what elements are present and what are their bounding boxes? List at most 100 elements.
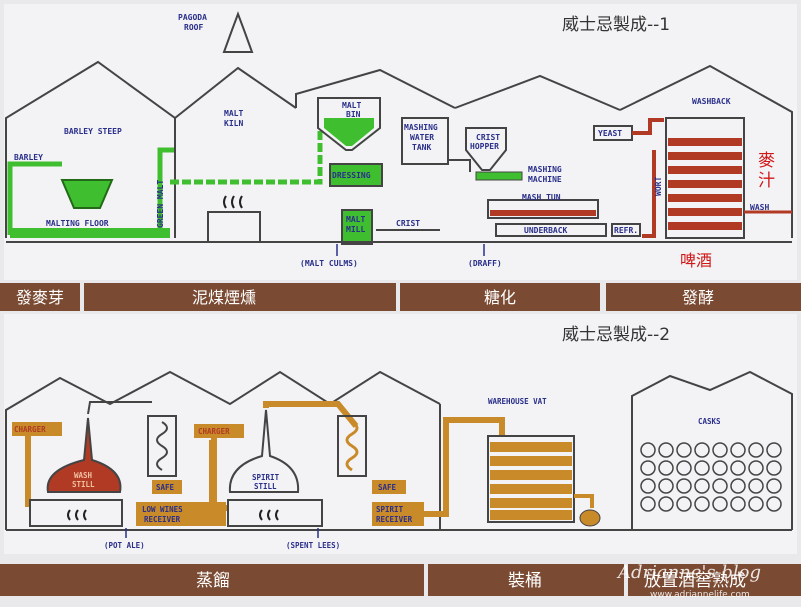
malt-mill-label-1: MALT — [346, 215, 365, 224]
washback-stripes — [668, 138, 742, 230]
underback-label: UNDERBACK — [524, 226, 568, 235]
spirit-receiver — [372, 502, 424, 526]
stage-label-casking: 裝桶 — [508, 571, 542, 591]
charger-right-label: CHARGER — [198, 427, 230, 436]
pot-ale-label: (POT ALE) — [104, 541, 145, 550]
barley-flow — [7, 161, 62, 235]
malt-mill-box — [341, 209, 373, 245]
washback-vessel — [665, 117, 745, 239]
steep-tank — [60, 179, 114, 209]
stage-bar-3 — [400, 283, 600, 311]
refr-label: REFR. — [614, 226, 638, 235]
spirit-still — [228, 409, 300, 493]
pagoda-label-2: ROOF — [184, 23, 203, 32]
wort-pipe — [642, 150, 656, 238]
spent-lees-label: (SPENT LEES) — [286, 541, 340, 550]
spirit-receiver-label-2: RECEIVER — [376, 515, 413, 524]
low-wines-receiver-label-1: LOW WINES — [142, 505, 183, 514]
malt-mill-label-2: MILL — [346, 225, 365, 234]
dressing-label: DRESSING — [332, 171, 371, 180]
barley-steep-label: BARLEY STEEP — [64, 127, 122, 136]
mill-building — [295, 68, 456, 109]
water-pipe — [448, 159, 471, 172]
condenser-right-coil — [345, 420, 359, 472]
spirit-still-label-1: SPIRIT — [252, 473, 280, 482]
spirit-still-base — [227, 499, 323, 527]
kiln-smoke-icon — [223, 195, 243, 209]
mashing-water-tank-label-2: WATER — [410, 133, 434, 142]
stage-bar-1 — [0, 283, 80, 311]
stage-label-distilling: 蒸餾 — [196, 570, 230, 591]
charger-left-label: CHARGER — [14, 425, 46, 434]
stage-bar-4 — [606, 283, 801, 311]
malt-kiln-label-1: MALT — [224, 109, 243, 118]
condenser-left — [147, 415, 177, 477]
still-house-roof — [5, 370, 441, 530]
malt-kiln-building — [174, 66, 297, 119]
stage-label-peat-smoking: 泥煤煙燻 — [192, 288, 256, 307]
malt-bin-fill — [324, 118, 374, 146]
barley-steep-building — [5, 60, 176, 238]
beer-juice-label-1: 麥 — [758, 151, 775, 171]
pagoda-label-1: PAGODA — [178, 13, 207, 22]
mashing-water-tank-label-3: TANK — [412, 143, 431, 152]
vat-to-cask-pipe — [574, 494, 594, 508]
crist-hopper — [465, 127, 507, 171]
crist-label: CRIST — [396, 219, 420, 228]
wash-still-fire-icon — [67, 509, 87, 521]
low-wines-receiver-label-2: RECEIVER — [144, 515, 181, 524]
malting-floor — [10, 228, 170, 238]
safe-right-label: SAFE — [378, 483, 397, 492]
charger-left — [12, 422, 62, 436]
mashing-machine — [475, 171, 523, 181]
panel2-title: 威士忌製成--2 — [562, 325, 670, 345]
malt-culms-label: (MALT CULMS) — [300, 259, 358, 268]
mashing-water-tank — [401, 117, 449, 165]
watermark-name: Adrianne's blog — [616, 562, 761, 583]
barley-label: BARLEY — [14, 153, 43, 162]
spirit-to-vat-pipe — [424, 417, 505, 517]
condenser-right — [337, 415, 367, 477]
stage-bar-maturing — [628, 564, 801, 596]
malt-kiln-label-2: KILN — [224, 119, 243, 128]
malt-bin-label-1: MALT — [342, 101, 361, 110]
cask-building — [631, 370, 793, 530]
spirit-still-label-2: STILL — [254, 482, 277, 491]
wort-label: WORT — [654, 177, 663, 196]
stage-label-maturing: 放置酒窖熟成 — [644, 570, 746, 591]
dressing-box — [329, 163, 383, 187]
stage-label-mashing: 糖化 — [484, 288, 516, 307]
casks-rack — [640, 442, 782, 512]
safe-right — [372, 480, 406, 494]
green-malt-flow — [157, 147, 174, 236]
charger-right — [194, 424, 244, 438]
washback-label: WASHBACK — [692, 97, 731, 106]
malt-bin-label-2: BIN — [346, 110, 361, 119]
wash-still — [46, 417, 122, 493]
safe-left-label: SAFE — [156, 483, 175, 492]
stage-bar-casking — [428, 564, 624, 596]
panel2-stage-bar: 蒸餾 裝桶 放置酒窖熟成 — [0, 564, 801, 596]
crist-hopper-label-1: CRIST — [476, 133, 500, 142]
charger-right-pipe — [211, 438, 232, 511]
mashing-machine-label-2: MACHINE — [528, 175, 562, 184]
malting-floor-label: MALTING FLOOR — [46, 219, 109, 228]
mash-tun-label: MASH TUN — [522, 193, 561, 202]
filling-cask — [579, 509, 601, 527]
mashing-water-tank-label-1: MASHING — [404, 123, 438, 132]
kiln-furnace — [207, 211, 261, 243]
mash-building — [454, 74, 621, 111]
stage-label-malting: 發麥芽 — [16, 288, 64, 307]
yeast-pipe — [632, 118, 664, 135]
mash-tun — [487, 199, 599, 219]
washback-building — [619, 64, 793, 238]
casks-label: CASKS — [698, 417, 721, 426]
wash-still-label-1: WASH — [74, 471, 93, 480]
vat-contents — [490, 442, 572, 520]
crist-hopper-label-2: HOPPER — [470, 142, 499, 151]
yeast-label: YEAST — [598, 129, 622, 138]
beer-juice-label-2: 汁 — [758, 171, 775, 191]
panel1-stage-bar: 發麥芽 泥煤煙燻 糖化 發酵 — [0, 283, 801, 311]
stage-bar-2 — [84, 283, 396, 311]
mash-tun-liquid — [490, 210, 596, 216]
